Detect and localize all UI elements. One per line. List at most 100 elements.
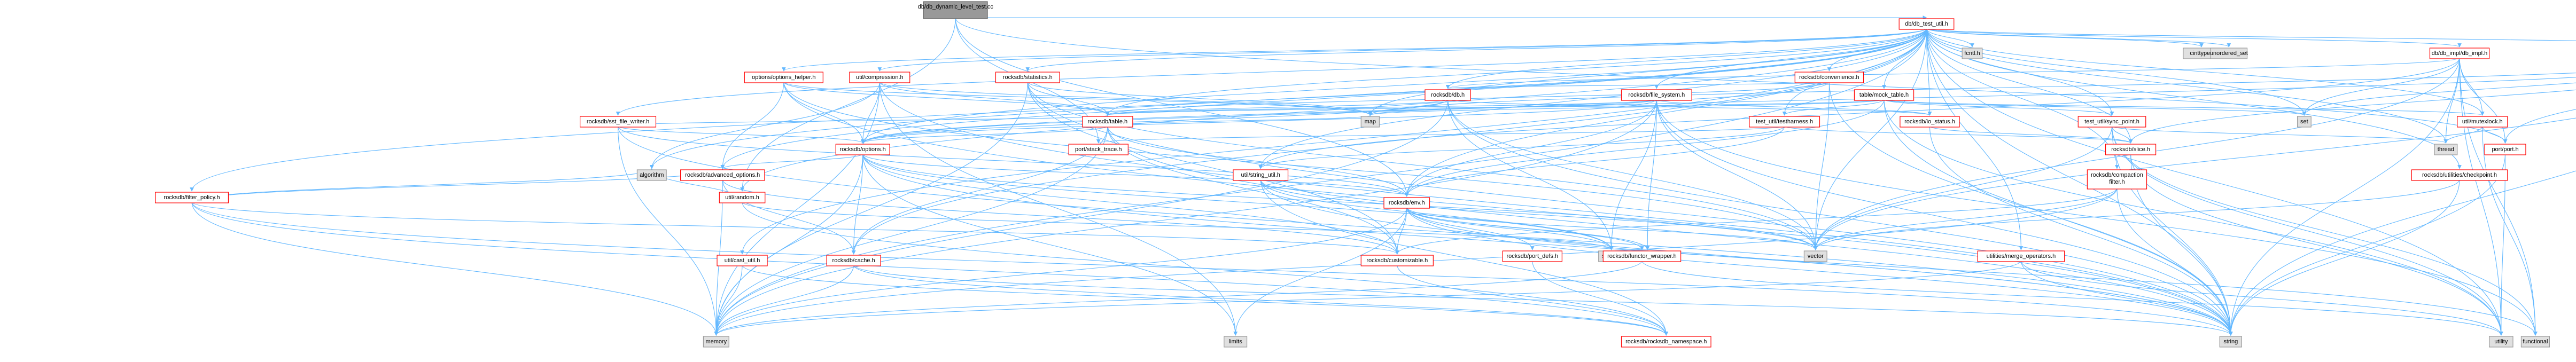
edge-line xyxy=(1884,99,2233,336)
edge-rocksdb_options-to-vector xyxy=(862,153,1818,250)
edge-line xyxy=(1406,207,2538,336)
edge-root-to-util_random xyxy=(740,17,956,192)
node-port_defs[interactable]: rocksdb/port_defs.h xyxy=(1502,250,1562,262)
edge-convenience-to-rocksdb_options xyxy=(861,81,1830,144)
node-db_test_util[interactable]: db/db_test_util.h xyxy=(1898,18,1955,30)
node-db_impl[interactable]: db/db_impl/db_impl.h xyxy=(2429,48,2490,59)
node-set[interactable]: set xyxy=(2297,116,2312,128)
node-memory[interactable]: memory xyxy=(703,336,729,348)
edge-merge_operators-to-utility xyxy=(2020,260,2503,336)
edge-rocksdb_table-to-memory xyxy=(714,125,1108,336)
edge-file_system-to-string xyxy=(1656,99,2233,336)
node-string[interactable]: string xyxy=(2219,336,2242,348)
edge-line xyxy=(1106,99,1885,116)
edge-line xyxy=(1926,28,2576,41)
node-merge_operators[interactable]: utilities/merge_operators.h xyxy=(1977,250,2065,262)
node-utility[interactable]: utility xyxy=(2488,336,2513,348)
node-label: functional xyxy=(2523,339,2548,345)
node-sst_file_writer[interactable]: rocksdb/sst_file_writer.h xyxy=(579,116,657,128)
edge-line xyxy=(650,28,1927,169)
node-rocksdb_cache[interactable]: rocksdb/cache.h xyxy=(826,255,881,266)
node-label: rocksdb/sst_file_writer.h xyxy=(587,119,649,125)
edge-db_impl-to-string_util xyxy=(1258,57,2460,169)
node-convenience[interactable]: rocksdb/convenience.h xyxy=(1794,72,1864,83)
node-functional[interactable]: functional xyxy=(2520,336,2550,348)
node-functor_wrapper[interactable]: rocksdb/functor_wrapper.h xyxy=(1602,250,1682,262)
node-rocksdb_options[interactable]: rocksdb/options.h xyxy=(835,144,890,155)
edge-db_test_util-to-file_filename xyxy=(1926,28,2576,41)
node-map[interactable]: map xyxy=(1360,116,1380,128)
edge-line xyxy=(1656,99,2233,336)
node-algorithm[interactable]: algorithm xyxy=(636,169,667,181)
edge-line xyxy=(861,99,1449,144)
node-cast_util[interactable]: util/cast_util.h xyxy=(717,255,768,266)
node-db_h[interactable]: rocksdb/db.h xyxy=(1425,89,1472,101)
node-label: rocksdb/filter_policy.h xyxy=(164,194,220,201)
node-limits[interactable]: limits xyxy=(1224,336,1248,348)
edge-convenience-to-vector xyxy=(1813,81,1830,250)
edge-file_filename-to-set xyxy=(2302,82,2576,116)
node-box xyxy=(2520,336,2550,348)
node-mock_table[interactable]: table/mock_table.h xyxy=(1854,89,1915,101)
edge-line xyxy=(862,153,1399,255)
edge-port_port-to-string xyxy=(2228,153,2506,336)
node-mutexlock[interactable]: util/mutexlock.h xyxy=(2457,116,2508,128)
node-filter_policy[interactable]: rocksdb/filter_policy.h xyxy=(155,192,229,203)
node-unordered_set[interactable]: unordered_set xyxy=(2210,48,2248,59)
edge-rocksdb_env-to-string xyxy=(1406,207,2233,336)
node-string_util[interactable]: util/string_util.h xyxy=(1233,169,1289,181)
node-box xyxy=(1233,169,1289,181)
node-fcntl[interactable]: fcntl.h xyxy=(1962,48,1983,59)
node-testharness[interactable]: test_util/testharness.h xyxy=(1749,116,1820,128)
edge-line xyxy=(191,201,2233,336)
edge-line xyxy=(1107,125,2233,336)
node-box xyxy=(1082,116,1133,128)
node-checkpoint[interactable]: rocksdb/utilities/checkpoint.h xyxy=(2411,169,2508,181)
node-stack_trace[interactable]: port/stack_trace.h xyxy=(1068,144,1129,155)
edge-line xyxy=(714,28,1927,336)
node-file_system[interactable]: rocksdb/file_system.h xyxy=(1621,89,1692,101)
node-vector[interactable]: vector xyxy=(1803,250,1827,262)
node-util_compression[interactable]: util/compression.h xyxy=(849,72,910,83)
edge-line xyxy=(649,81,880,169)
node-statistics[interactable]: rocksdb/statistics.h xyxy=(995,72,1060,83)
node-label: rocksdb/table.h xyxy=(1088,119,1128,125)
edge-line xyxy=(2482,125,2538,336)
node-rocksdb_slice[interactable]: rocksdb/slice.h xyxy=(2105,144,2157,155)
node-box xyxy=(1794,72,1864,83)
edge-db_impl-to-mutexlock xyxy=(2459,57,2485,116)
node-label: algorithm xyxy=(640,172,664,178)
node-sync_point[interactable]: test_util/sync_point.h xyxy=(2077,116,2146,128)
edge-line xyxy=(1447,99,1614,250)
edge-db_test_util-to-fcntl xyxy=(1926,28,1974,48)
edge-db_test_util-to-merge_operators xyxy=(1926,28,2024,250)
edge-line xyxy=(714,99,1657,336)
edge-line xyxy=(1368,99,1449,116)
node-io_status[interactable]: rocksdb/io_status.h xyxy=(1900,116,1960,128)
node-label: rocksdb/advanced_options.h xyxy=(685,172,760,178)
edge-db_test_util-to-compaction_filter xyxy=(1926,28,2119,169)
node-label: util/compression.h xyxy=(856,74,904,81)
node-root[interactable]: db/db_dynamic_level_test.cc xyxy=(918,1,994,19)
node-rocksdb_table[interactable]: rocksdb/table.h xyxy=(1082,116,1133,128)
node-options_helper[interactable]: options/options_helper.h xyxy=(744,72,823,83)
node-util_random[interactable]: util/random.h xyxy=(719,192,766,203)
node-thread[interactable]: thread xyxy=(2434,144,2458,155)
edge-line xyxy=(2020,260,2503,336)
node-port_port[interactable]: port/port.h xyxy=(2484,144,2526,155)
node-rocksdb_namespace[interactable]: rocksdb/rocksdb_namespace.h xyxy=(1621,336,1711,348)
node-advanced_options[interactable]: rocksdb/advanced_options.h xyxy=(680,169,765,181)
edge-statistics-to-string xyxy=(1027,81,2233,336)
edge-file_filename-to-string xyxy=(2228,170,2576,336)
edge-db_h-to-rocksdb_table xyxy=(1106,99,1449,116)
node-rocksdb_env[interactable]: rocksdb/env.h xyxy=(1383,197,1430,209)
edge-merge_operators-to-string xyxy=(2020,260,2233,336)
edge-db_test_util-to-memory xyxy=(714,28,1927,336)
edge-line xyxy=(1260,179,2233,336)
edge-mutexlock-to-functional xyxy=(2482,125,2538,336)
node-box xyxy=(1602,250,1682,262)
node-customizable[interactable]: rocksdb/customizable.h xyxy=(1360,255,1434,266)
edge-line xyxy=(1641,260,2503,336)
edge-line xyxy=(2228,170,2576,336)
